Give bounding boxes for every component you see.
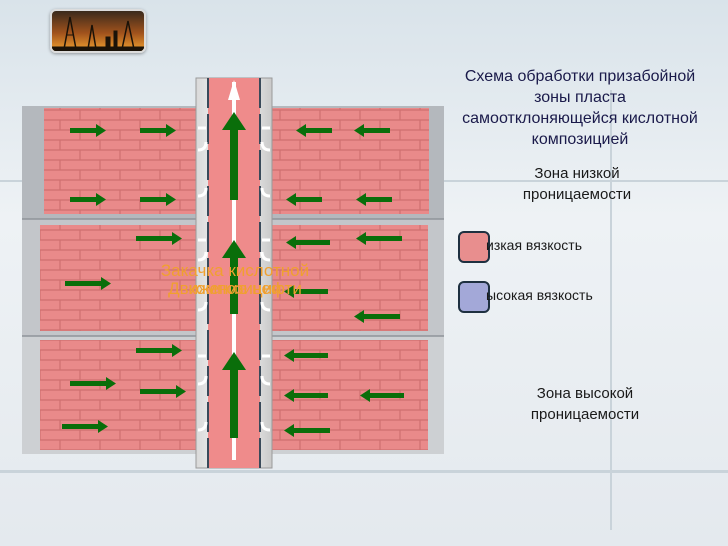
low-permeability-zone-label: Зона низкой проницаемости xyxy=(502,163,652,205)
diagram-title: Схема обработки призабойной зоны пласта … xyxy=(458,66,702,150)
high-permeability-zone-label: Зона высокой проницаемости xyxy=(510,383,660,425)
low-viscosity-label: изкая вязкость xyxy=(486,237,582,253)
high-viscosity-label: ысокая вязкость xyxy=(486,287,593,303)
oil-flow-label: Движение нефти xyxy=(120,280,350,298)
